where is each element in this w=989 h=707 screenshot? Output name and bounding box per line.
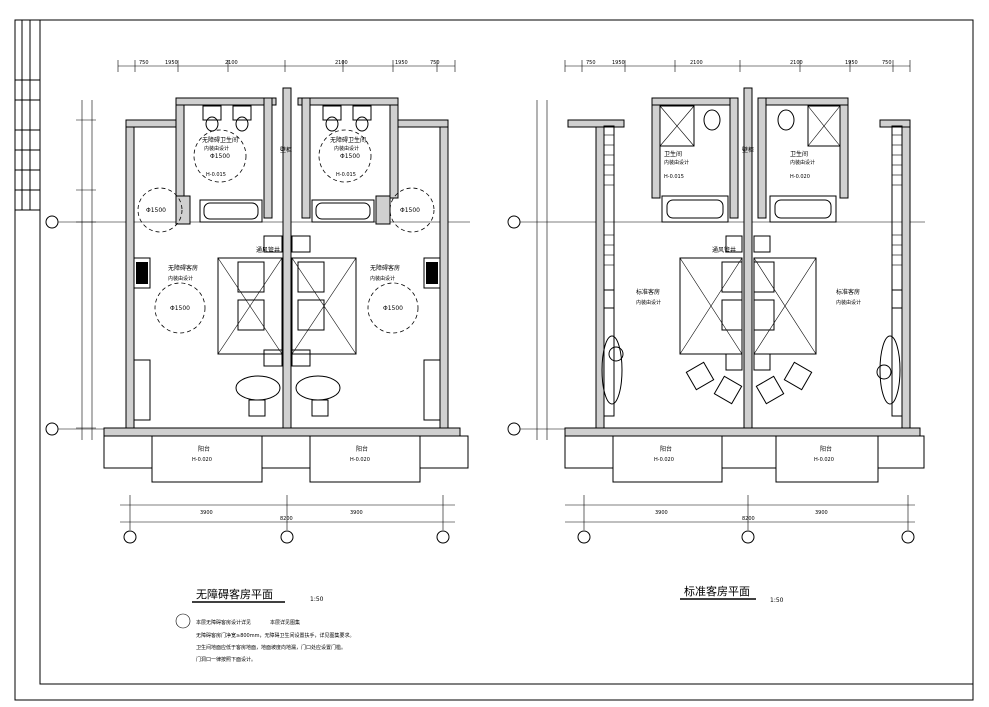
r-dim-top-6: 750 bbox=[882, 60, 892, 66]
note-extra: 本层详见图集 bbox=[270, 619, 300, 626]
note-4: 门洞口一律按照下面设计。 bbox=[196, 656, 256, 663]
dim-top-2: 1950 bbox=[165, 60, 178, 66]
r-dim-bottom-1: 3900 bbox=[655, 510, 668, 516]
bath-level-right: H-0.015 bbox=[336, 172, 356, 178]
r-dim-bottom-2: 3900 bbox=[815, 510, 828, 516]
room-label-right: 无障碍客房 bbox=[370, 264, 400, 272]
r-room-label-left: 标准客房 bbox=[636, 288, 660, 296]
left-title-strip bbox=[14, 20, 41, 211]
circle-label-4: Φ1500 bbox=[400, 207, 420, 214]
r-room-sub-right: 内装由设计 bbox=[836, 299, 861, 306]
r-closet-label: 壁柜 bbox=[742, 146, 754, 154]
bath-sub-right: 内装由设计 bbox=[334, 145, 359, 152]
closet-label: 壁柜 bbox=[280, 146, 292, 154]
dim-top-5: 1950 bbox=[395, 60, 408, 66]
right-plan-scale: 1:50 bbox=[770, 597, 784, 604]
r-balcony-label-1: 阳台 bbox=[660, 445, 672, 453]
r-bath-level-left: H-0.015 bbox=[664, 174, 684, 180]
corridor-label: 通风管井 bbox=[256, 246, 280, 254]
r-balcony-level-2: H-0.020 bbox=[814, 457, 834, 463]
r-dim-bottom-total: 8200 bbox=[742, 516, 755, 522]
balcony-level-1: H-0.020 bbox=[192, 457, 212, 463]
left-plan-scale: 1:50 bbox=[310, 596, 324, 603]
r-room-label-right: 标准客房 bbox=[836, 288, 860, 296]
r-bath-sub-right: 内装由设计 bbox=[790, 159, 815, 166]
balcony-level-2: H-0.020 bbox=[350, 457, 370, 463]
r-balcony-label-2: 阳台 bbox=[820, 445, 832, 453]
note-2: 无障碍客房门净宽≥800mm，无障碍卫生间设置扶手，详见图集要求。 bbox=[196, 632, 354, 639]
r-dim-top-5: 1950 bbox=[845, 60, 858, 66]
note-1: 本层无障碍客房设计详见 bbox=[196, 619, 251, 626]
left-plan-title: 无障碍客房平面 bbox=[196, 587, 273, 601]
dim-top-4: 2100 bbox=[335, 60, 348, 66]
bath-sub-left: 内装由设计 bbox=[204, 145, 229, 152]
r-bath-level-right: H-0.020 bbox=[790, 174, 810, 180]
right-plan: 750 1950 2100 2100 1950 750 bbox=[507, 60, 925, 604]
bath-label-left: 无障碍卫生间 bbox=[202, 136, 238, 144]
bath-level-left: H-0.015 bbox=[206, 172, 226, 178]
circle-label-5: Φ1500 bbox=[170, 305, 190, 312]
room-sub-left: 内装由设计 bbox=[168, 275, 193, 282]
room-sub-right: 内装由设计 bbox=[370, 275, 395, 282]
right-plan-title: 标准客房平面 bbox=[684, 584, 750, 598]
r-bath-label-right: 卫生间 bbox=[790, 150, 808, 158]
r-corridor-label: 通风管井 bbox=[712, 246, 736, 254]
dim-top-6: 750 bbox=[430, 60, 440, 66]
left-plan: 750 1950 2100 2100 1950 750 bbox=[45, 60, 470, 663]
r-room-sub-left: 内装由设计 bbox=[636, 299, 661, 306]
r-bath-label-left: 卫生间 bbox=[664, 150, 682, 158]
r-balcony-level-1: H-0.020 bbox=[654, 457, 674, 463]
dim-bottom-1: 3900 bbox=[200, 510, 213, 516]
dim-bottom-2: 3900 bbox=[350, 510, 363, 516]
circle-label-1: Φ1500 bbox=[210, 153, 230, 160]
bath-label-right: 无障碍卫生间 bbox=[330, 136, 366, 144]
r-dim-top-3: 2100 bbox=[690, 60, 703, 66]
dim-top-1: 750 bbox=[139, 60, 149, 66]
r-dim-top-2: 1950 bbox=[612, 60, 625, 66]
circle-label-3: Φ1500 bbox=[146, 207, 166, 214]
note-3: 卫生间地面应低于客房地面，地面坡度向地漏，门口处应设置门槛。 bbox=[196, 644, 346, 651]
balcony-label-2: 阳台 bbox=[356, 445, 368, 453]
dim-top-3: 2100 bbox=[225, 60, 238, 66]
inner-frame bbox=[39, 19, 974, 685]
balcony-label-1: 阳台 bbox=[198, 445, 210, 453]
r-dim-top-1: 750 bbox=[586, 60, 596, 66]
room-label-left: 无障碍客房 bbox=[168, 264, 198, 272]
r-bath-sub-left: 内装由设计 bbox=[664, 159, 689, 166]
circle-label-6: Φ1500 bbox=[383, 305, 403, 312]
dim-bottom-total: 8200 bbox=[280, 516, 293, 522]
circle-label-2: Φ1500 bbox=[340, 153, 360, 160]
r-dim-top-4: 2100 bbox=[790, 60, 803, 66]
